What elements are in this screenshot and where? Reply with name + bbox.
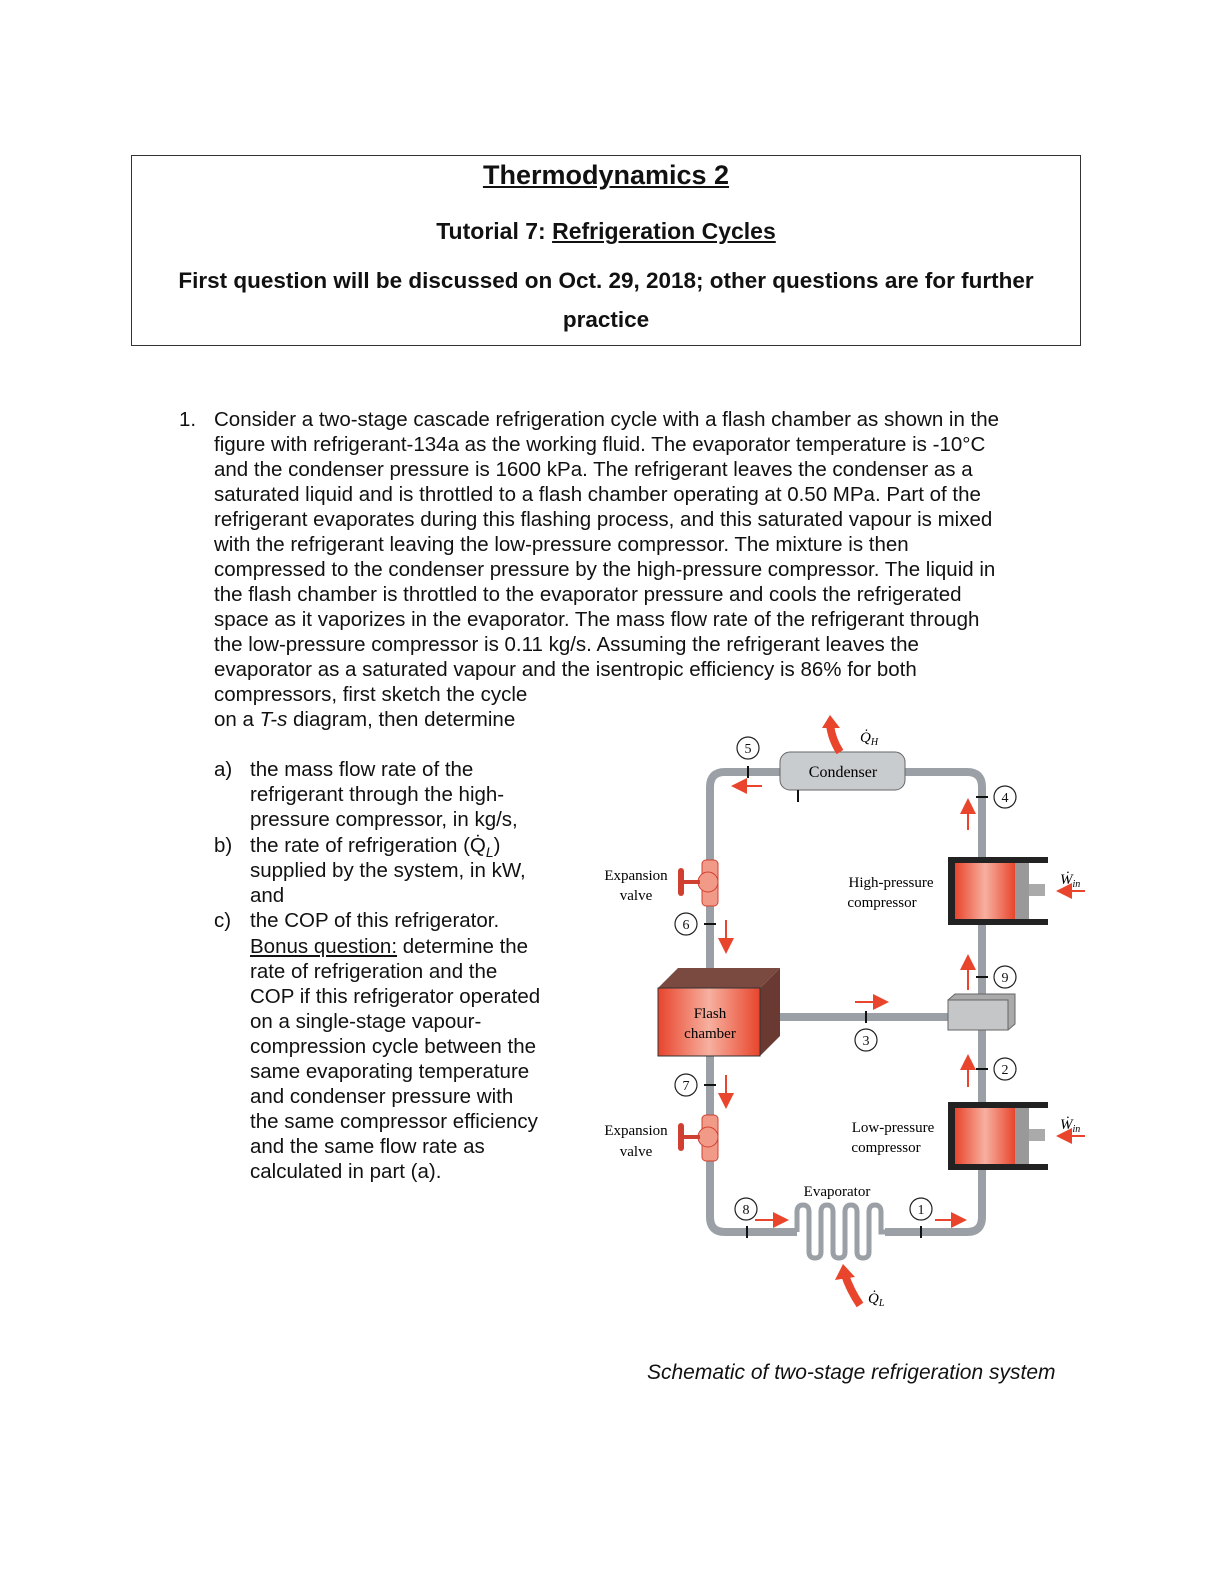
question-line: the low-pressure compressor is 0.11 kg/s… bbox=[214, 633, 919, 656]
state-4: 4 bbox=[1002, 791, 1009, 806]
heat-in-arrow bbox=[841, 1273, 864, 1308]
valve-label: Expansion bbox=[604, 868, 668, 884]
question-line: saturated liquid and is throttled to a f… bbox=[214, 483, 981, 506]
bonus-line: COP if this refrigerator operated bbox=[250, 985, 541, 1008]
text: the rate of refrigeration (Q̇ bbox=[250, 834, 486, 857]
part-a-label: a) bbox=[214, 758, 233, 781]
lp-label: compressor bbox=[851, 1140, 920, 1156]
win-label-lp: Ẇin bbox=[1060, 1116, 1080, 1135]
high-pressure-compressor: High-pressure compressor bbox=[847, 857, 1048, 925]
question-line: figure with refrigerant-134a as the work… bbox=[214, 433, 986, 456]
evaporator-label: Evaporator bbox=[804, 1184, 871, 1200]
bonus-line: and the same flow rate as bbox=[250, 1135, 485, 1158]
state-5: 5 bbox=[745, 742, 752, 757]
question-line: on a T-s diagram, then determine bbox=[214, 708, 515, 732]
evaporator: Evaporator bbox=[794, 1184, 885, 1261]
heat-out-arrowhead bbox=[822, 715, 840, 728]
question-line: compressed to the condenser pressure by … bbox=[214, 558, 996, 581]
part-a-line: pressure compressor, in kg/s, bbox=[250, 808, 518, 831]
valve-label: valve bbox=[620, 888, 653, 904]
document-title: Thermodynamics 2 bbox=[482, 160, 730, 190]
state-2: 2 bbox=[1002, 1063, 1009, 1078]
document-title-row: Thermodynamics 2 bbox=[131, 160, 1081, 191]
schedule-note-line2: practice bbox=[562, 307, 650, 332]
heat-out-arrow bbox=[826, 724, 844, 755]
expansion-valve-upper: Expansion valve bbox=[604, 859, 719, 907]
part-b-line: and bbox=[250, 884, 285, 907]
question-number: 1. bbox=[179, 408, 197, 431]
part-a-line: the mass flow rate of the bbox=[250, 758, 474, 781]
flash-label: chamber bbox=[684, 1026, 736, 1042]
bonus-line: on a single-stage vapour- bbox=[250, 1010, 482, 1033]
bonus-line: same evaporating temperature bbox=[250, 1060, 530, 1083]
subscript: L bbox=[485, 844, 494, 861]
win-label-hp: Ẇin bbox=[1060, 871, 1080, 890]
tutorial-topic: Refrigeration Cycles bbox=[552, 218, 776, 244]
hp-label: compressor bbox=[847, 895, 916, 911]
schedule-note-line1: First question will be discussed on Oct.… bbox=[178, 268, 1034, 293]
question-line: compressors, first sketch the cycle bbox=[214, 683, 528, 706]
bonus-line: compression cycle between the bbox=[250, 1035, 537, 1058]
bonus-line: and condenser pressure with bbox=[250, 1085, 514, 1108]
bonus-line: rate of refrigeration and the bbox=[250, 960, 498, 983]
text: determine the bbox=[397, 935, 529, 958]
state-ticks bbox=[704, 766, 988, 1238]
state-6: 6 bbox=[683, 918, 690, 933]
part-b-line: the rate of refrigeration (Q̇L) bbox=[250, 834, 501, 864]
schedule-note-row2: practice bbox=[131, 307, 1081, 333]
question-line: with the refrigerant leaving the low-pre… bbox=[214, 533, 909, 556]
expansion-valve-lower: Expansion valve bbox=[604, 1114, 719, 1162]
bonus-line: Bonus question: determine the bbox=[250, 935, 528, 959]
schedule-note-row1: First question will be discussed on Oct.… bbox=[131, 268, 1081, 294]
part-c-label: c) bbox=[214, 909, 232, 932]
text: diagram, then determine bbox=[287, 708, 516, 731]
flash-label: Flash bbox=[694, 1006, 727, 1022]
ql-label: Q̇L bbox=[868, 1291, 885, 1309]
tutorial-heading-inner: Tutorial 7: Refrigeration Cycles bbox=[436, 218, 776, 245]
question-line: the flash chamber is throttled to the ev… bbox=[214, 583, 962, 606]
state-1: 1 bbox=[918, 1203, 925, 1218]
part-c-line: the COP of this refrigerator. bbox=[250, 909, 500, 932]
bonus-label: Bonus question: bbox=[250, 935, 398, 958]
part-b-label: b) bbox=[214, 834, 233, 857]
flash-chamber: Flash chamber bbox=[657, 968, 780, 1057]
part-b-line: supplied by the system, in kW, bbox=[250, 859, 526, 882]
condenser: Condenser bbox=[779, 751, 906, 802]
text: ) bbox=[493, 834, 501, 857]
valve-label: valve bbox=[620, 1144, 653, 1160]
state-markers: 1 2 3 4 5 6 7 8 9 bbox=[674, 736, 1017, 1221]
header-box bbox=[131, 155, 1081, 346]
question-line: evaporator as a saturated vapour and the… bbox=[214, 658, 917, 681]
bonus-line: the same compressor efficiency bbox=[250, 1110, 538, 1133]
question-line: and the condenser pressure is 1600 kPa. … bbox=[214, 458, 973, 481]
state-9: 9 bbox=[1002, 971, 1009, 986]
question-line: space as it vaporizes in the evaporator.… bbox=[214, 608, 980, 631]
condenser-label: Condenser bbox=[809, 764, 878, 781]
state-7: 7 bbox=[683, 1079, 690, 1094]
figure-caption: Schematic of two-stage refrigeration sys… bbox=[647, 1361, 1056, 1384]
text: on a bbox=[214, 708, 260, 731]
ts-diagram-term: T-s bbox=[259, 708, 288, 731]
bonus-line: calculated in part (a). bbox=[250, 1160, 442, 1183]
tutorial-heading: Tutorial 7: Refrigeration Cycles bbox=[131, 218, 1081, 245]
part-a-line: refrigerant through the high- bbox=[250, 783, 505, 806]
flow-arrows bbox=[718, 778, 976, 1228]
question-line: refrigerant evaporates during this flash… bbox=[214, 508, 993, 531]
pipes bbox=[706, 768, 986, 1236]
hp-label: High-pressure bbox=[849, 875, 934, 891]
low-pressure-compressor: Low-pressure compressor bbox=[851, 1102, 1048, 1170]
mixing-chamber bbox=[947, 993, 1016, 1031]
heat-in-arrowhead bbox=[835, 1264, 855, 1280]
tutorial-prefix: Tutorial 7: bbox=[436, 218, 553, 244]
state-8: 8 bbox=[743, 1203, 750, 1218]
qh-label: Q̇H bbox=[860, 730, 879, 748]
valve-label: Expansion bbox=[604, 1123, 668, 1139]
lp-label: Low-pressure bbox=[852, 1120, 935, 1136]
question-line: Consider a two-stage cascade refrigerati… bbox=[214, 408, 1000, 431]
state-3: 3 bbox=[863, 1034, 870, 1049]
